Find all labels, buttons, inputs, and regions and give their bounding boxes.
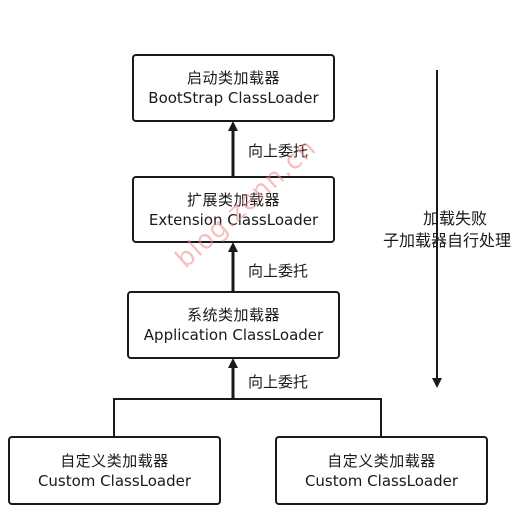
side-note-load-failed: 加载失败 [422,209,487,228]
node-custom-classloader-left: 自定义类加载器 Custom ClassLoader [8,436,221,505]
edge-label-delegate-up-2: 向上委托 [248,262,309,280]
node-extension-classloader: 扩展类加载器 Extension ClassLoader [132,176,335,243]
connector-custom-branches [113,398,382,436]
node-custom-1-title: 自定义类加载器 [60,451,169,470]
node-bootstrap-title: 启动类加载器 [186,69,280,87]
node-application-subtitle: Application ClassLoader [143,326,324,344]
side-note-child-handles: 子加载器自行处理 [382,231,511,250]
node-custom-1-subtitle: Custom ClassLoader [37,471,192,490]
edge-label-delegate-up-3: 向上委托 [248,373,309,391]
node-custom-2-subtitle: Custom ClassLoader [304,471,459,490]
node-extension-subtitle: Extension ClassLoader [148,210,319,229]
node-custom-2-title: 自定义类加载器 [327,451,436,470]
edge-label-delegate-up-1: 向上委托 [248,142,309,160]
node-extension-title: 扩展类加载器 [186,190,280,209]
node-bootstrap-subtitle: BootStrap ClassLoader [148,89,319,107]
node-custom-classloader-right: 自定义类加载器 Custom ClassLoader [275,436,488,505]
node-bootstrap-classloader: 启动类加载器 BootStrap ClassLoader [132,54,335,122]
node-application-classloader: 系统类加载器 Application ClassLoader [127,291,340,359]
node-application-title: 系统类加载器 [186,306,280,324]
